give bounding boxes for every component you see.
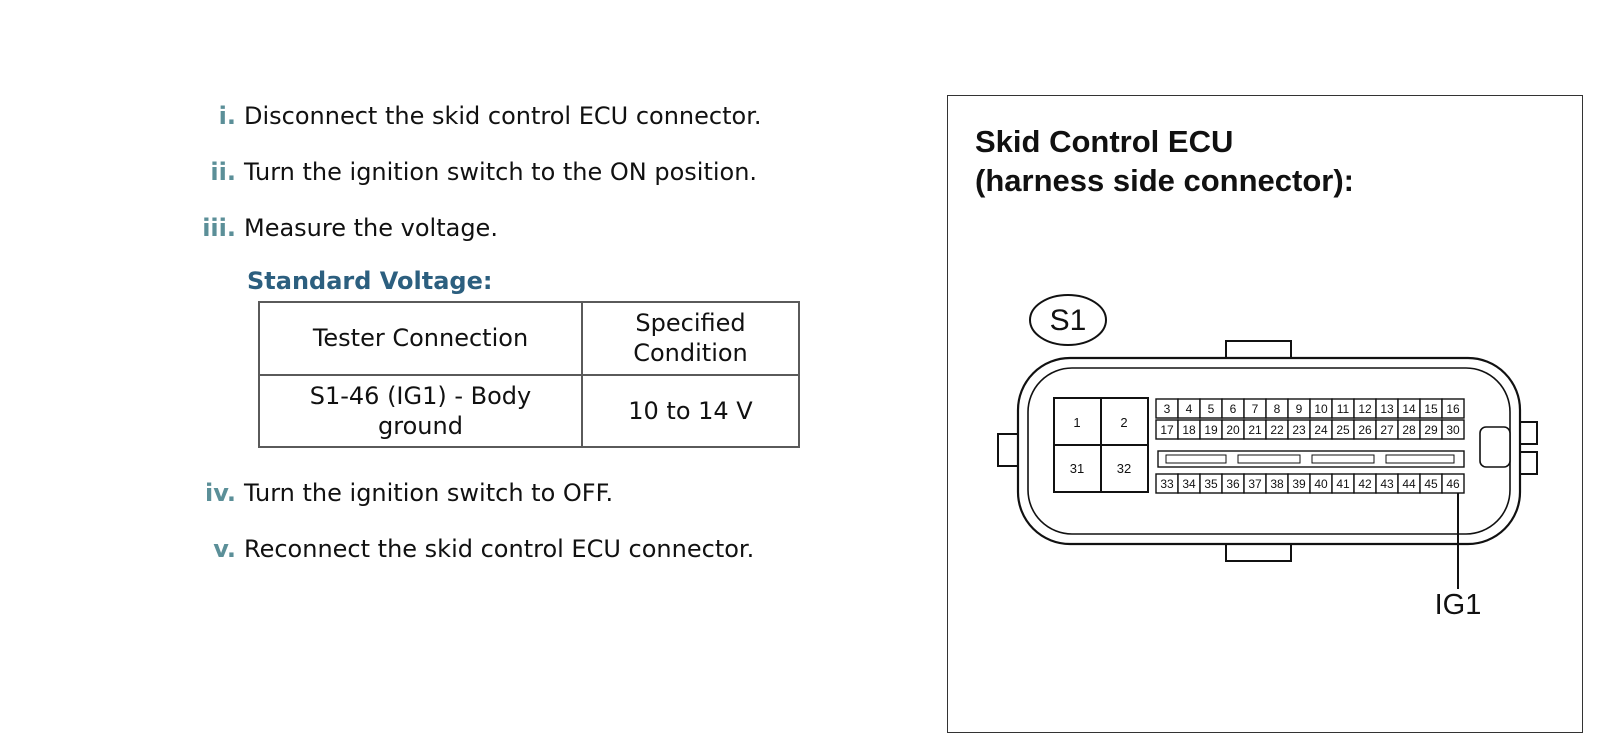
pin-label: 28 bbox=[1402, 423, 1416, 437]
standard-voltage-title: Standard Voltage: bbox=[247, 267, 493, 295]
diagram-title: Skid Control ECU (harness side connector… bbox=[975, 122, 1354, 200]
separator-slot bbox=[1311, 454, 1375, 464]
pin-label: 30 bbox=[1446, 423, 1460, 437]
connector-diagram: Skid Control ECU (harness side connector… bbox=[947, 95, 1583, 733]
cell-tester-connection: S1-46 (IG1) - Body ground bbox=[258, 373, 583, 448]
connector-key bbox=[1479, 426, 1511, 468]
pin-label: 42 bbox=[1358, 477, 1372, 491]
bottom-latch bbox=[1225, 540, 1292, 562]
row-separator bbox=[1157, 450, 1465, 468]
pin-label: 2 bbox=[1120, 415, 1127, 430]
callout-label: IG1 bbox=[1435, 589, 1482, 621]
pin-label: 4 bbox=[1186, 402, 1193, 416]
pin-label: 32 bbox=[1117, 461, 1131, 476]
pin-label: 14 bbox=[1402, 402, 1416, 416]
pin-label: 3 bbox=[1164, 402, 1171, 416]
pin-label: 18 bbox=[1182, 423, 1196, 437]
step-number: iii. bbox=[202, 214, 236, 242]
step-text: Turn the ignition switch to OFF. bbox=[244, 479, 614, 507]
pin-label: 12 bbox=[1358, 402, 1372, 416]
step-number: v. bbox=[213, 535, 236, 563]
pin-label: 39 bbox=[1292, 477, 1306, 491]
pin-label: 6 bbox=[1230, 402, 1237, 416]
pin-label: 34 bbox=[1182, 477, 1196, 491]
cell-specified-condition: 10 to 14 V bbox=[581, 373, 800, 448]
pin-label: 15 bbox=[1424, 402, 1438, 416]
step-text: Reconnect the skid control ECU connector… bbox=[244, 535, 755, 563]
pin-label: 22 bbox=[1270, 423, 1284, 437]
table-header-row: Tester Connection Specified Condition bbox=[258, 301, 800, 376]
separator-slot bbox=[1385, 454, 1455, 464]
procedure-steps: i. Disconnect the skid control ECU connec… bbox=[0, 101, 800, 564]
spec-table: Tester Connection Specified Condition S1… bbox=[258, 301, 800, 448]
step-item: v. Reconnect the skid control ECU connect… bbox=[0, 534, 754, 564]
step-text: Measure the voltage. bbox=[244, 214, 498, 242]
separator-slot bbox=[1237, 454, 1301, 464]
pin-cell bbox=[1441, 473, 1465, 494]
header-tester-connection: Tester Connection bbox=[258, 301, 583, 376]
pin-label: 26 bbox=[1358, 423, 1372, 437]
pin-label: 7 bbox=[1252, 402, 1259, 416]
pin-label: 25 bbox=[1336, 423, 1350, 437]
pin-label: 24 bbox=[1314, 423, 1328, 437]
pin-label: 43 bbox=[1380, 477, 1394, 491]
pin-label: 16 bbox=[1446, 402, 1460, 416]
step-text: Disconnect the skid control ECU connecto… bbox=[244, 102, 762, 130]
pin-label: 35 bbox=[1204, 477, 1218, 491]
table-row: S1-46 (IG1) - Body ground 10 to 14 V bbox=[258, 373, 800, 448]
pin-label: 31 bbox=[1070, 461, 1084, 476]
step-item: iii. Measure the voltage. bbox=[0, 213, 498, 243]
pin-label: 29 bbox=[1424, 423, 1438, 437]
pin-label: 41 bbox=[1336, 477, 1350, 491]
pin-label: 20 bbox=[1226, 423, 1240, 437]
diagram-title-line1: Skid Control ECU bbox=[975, 124, 1234, 159]
pin-label: 8 bbox=[1274, 402, 1281, 416]
header-specified-condition: Specified Condition bbox=[581, 301, 800, 376]
connector-id-label: S1 bbox=[1050, 304, 1087, 337]
pin-label: 5 bbox=[1208, 402, 1215, 416]
diagram-title-line2: (harness side connector): bbox=[975, 163, 1354, 198]
pin-label: 9 bbox=[1296, 402, 1303, 416]
pin-label: 21 bbox=[1248, 423, 1262, 437]
step-number: ii. bbox=[210, 158, 236, 186]
pin-label: 36 bbox=[1226, 477, 1240, 491]
pin-label: 44 bbox=[1402, 477, 1416, 491]
pin-cell bbox=[1441, 398, 1465, 419]
pin-label: 38 bbox=[1270, 477, 1284, 491]
step-item: ii. Turn the ignition switch to the ON po… bbox=[0, 157, 757, 187]
pin-label: 37 bbox=[1248, 477, 1262, 491]
pin-label: 10 bbox=[1314, 402, 1328, 416]
pin-label: 23 bbox=[1292, 423, 1306, 437]
pin-label: 33 bbox=[1160, 477, 1174, 491]
pin-label: 45 bbox=[1424, 477, 1438, 491]
step-item: iv. Turn the ignition switch to OFF. bbox=[0, 478, 613, 508]
step-number: iv. bbox=[204, 479, 236, 507]
step-text: Turn the ignition switch to the ON posit… bbox=[244, 158, 758, 186]
pin-label: 46 bbox=[1446, 477, 1460, 491]
step-number: i. bbox=[218, 102, 236, 130]
top-latch bbox=[1225, 340, 1292, 362]
pin-label: 17 bbox=[1160, 423, 1174, 437]
pin-label: 27 bbox=[1380, 423, 1394, 437]
pin-label: 1 bbox=[1073, 415, 1080, 430]
pin-label: 11 bbox=[1337, 402, 1350, 416]
pin-label: 13 bbox=[1380, 402, 1394, 416]
step-item: i. Disconnect the skid control ECU connec… bbox=[0, 101, 762, 131]
connector-id-ellipse bbox=[1029, 294, 1107, 346]
large-pin-block: 1 2 31 32 bbox=[1053, 397, 1149, 493]
separator-slot bbox=[1165, 454, 1227, 464]
pin-cell bbox=[1441, 419, 1465, 440]
pin-label: 19 bbox=[1204, 423, 1218, 437]
pin-label: 40 bbox=[1314, 477, 1328, 491]
